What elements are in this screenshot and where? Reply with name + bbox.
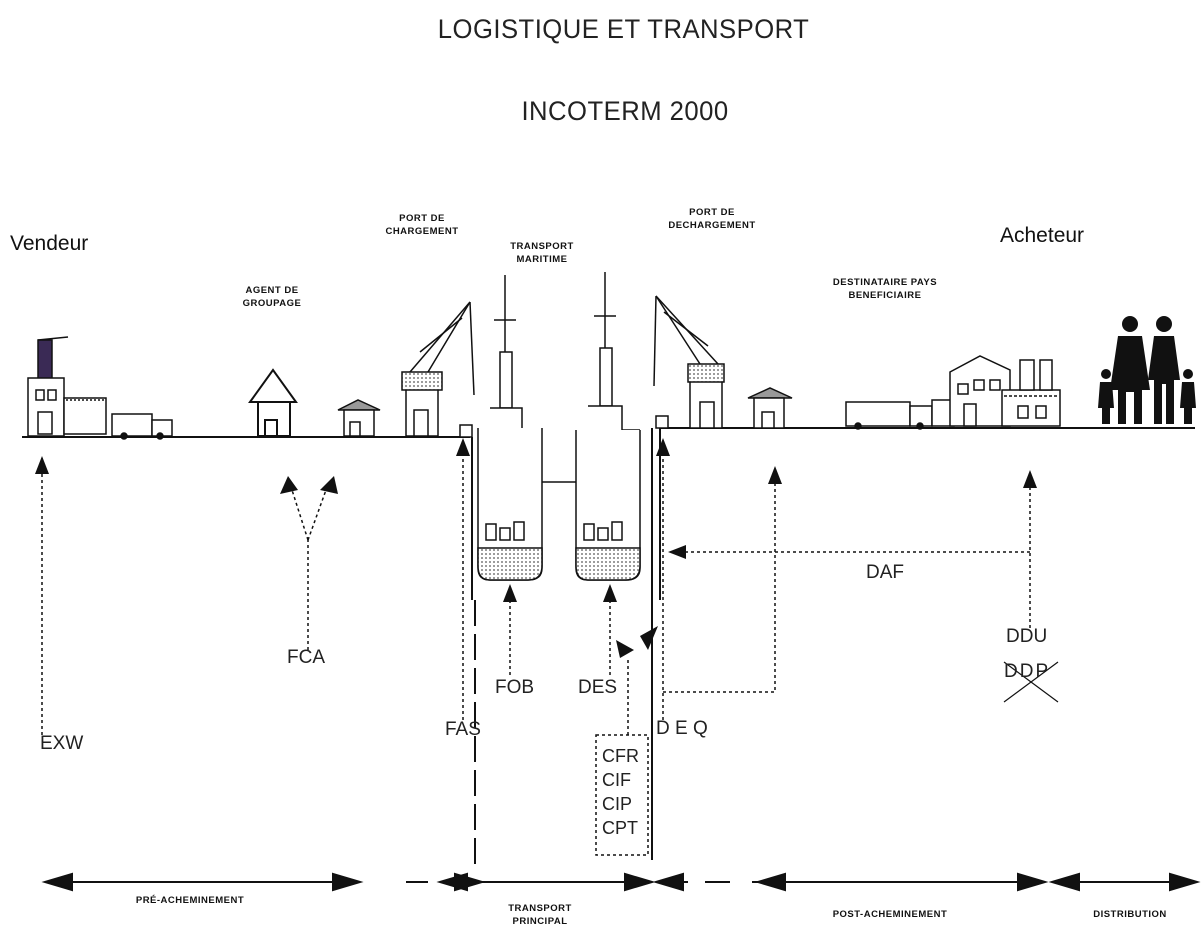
ddu-label: DDU bbox=[1006, 626, 1047, 648]
unloading-crane-icon bbox=[654, 296, 724, 428]
truck-icon bbox=[846, 400, 954, 429]
shelter-icon bbox=[338, 400, 380, 436]
groupage-house-icon bbox=[250, 370, 296, 436]
buildings-icon bbox=[950, 356, 1060, 426]
ship-fob-icon bbox=[478, 275, 542, 580]
ship-des-icon bbox=[542, 272, 640, 580]
shelter-icon-2 bbox=[748, 388, 792, 428]
des-label: DES bbox=[578, 677, 617, 699]
exw-label: EXW bbox=[40, 733, 83, 755]
people-icon bbox=[1098, 316, 1196, 424]
phase-arrows bbox=[45, 874, 1197, 890]
fas-label: FAS bbox=[445, 719, 481, 741]
phase-post-label: POST-ACHEMINEMENT bbox=[795, 908, 985, 921]
c-group-item: CFR bbox=[602, 744, 639, 768]
deq-label: D E Q bbox=[656, 718, 708, 740]
phase-distribution-label: DISTRIBUTION bbox=[1070, 908, 1190, 921]
daf-label: DAF bbox=[866, 562, 904, 584]
loading-crane-icon bbox=[402, 302, 474, 437]
c-group-item: CIP bbox=[602, 792, 639, 816]
fca-label: FCA bbox=[287, 647, 325, 669]
ddp-label: DDP bbox=[1004, 661, 1050, 683]
phase-main-label: TRANSPORT PRINCIPAL bbox=[500, 902, 580, 928]
phase-pre-label: PRÉ-ACHEMINEMENT bbox=[100, 894, 280, 907]
c-group-item: CIF bbox=[602, 768, 639, 792]
factory-icon bbox=[28, 337, 172, 439]
c-group-list: CFR CIF CIP CPT bbox=[602, 744, 639, 840]
fob-label: FOB bbox=[495, 677, 534, 699]
c-group-item: CPT bbox=[602, 816, 639, 840]
